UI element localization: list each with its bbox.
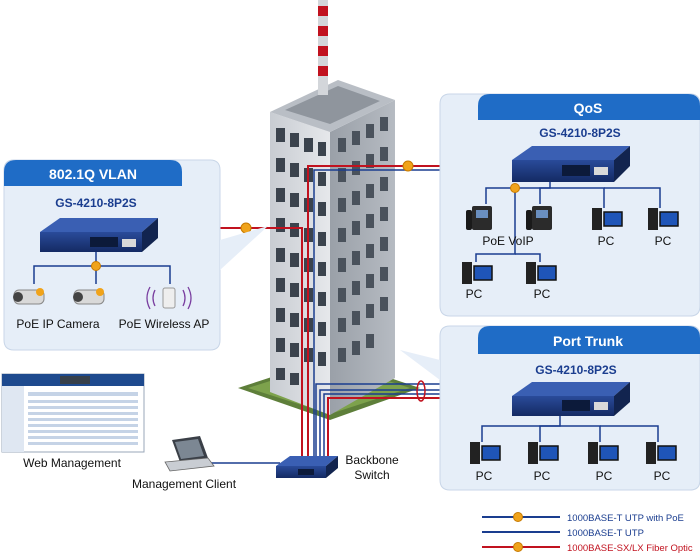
legend-label: 1000BASE-SX/LX Fiber Optic	[567, 543, 693, 553]
legend-label: 1000BASE-T UTP	[567, 528, 644, 539]
pc-label: PC	[534, 469, 551, 483]
web-management-label: Web Management	[23, 456, 122, 470]
pc-label: PC	[596, 469, 613, 483]
qos-switch-model: GS-4210-8P2S	[539, 126, 620, 140]
qos-panel-header	[478, 94, 700, 120]
office-tower	[238, 0, 420, 420]
legend-badge	[513, 512, 523, 522]
pc-icon	[470, 442, 501, 464]
ip-camera-icon	[73, 288, 105, 305]
ip-camera-icon	[13, 288, 45, 305]
pc-label: PC	[655, 234, 672, 248]
legend-item: 1000BASE-T UTP with PoE	[482, 512, 684, 524]
wireless-ap-label: PoE Wireless AP	[119, 317, 210, 331]
legend-badge	[513, 542, 523, 552]
trunk-panel: Port Trunk GS-4210-8P2S	[400, 325, 700, 491]
pc-icon	[588, 442, 619, 464]
backbone-switch-label-line1: Backbone	[345, 453, 399, 467]
wireless-ap-icon	[146, 286, 192, 310]
backbone-switch	[276, 456, 338, 478]
ip-camera-label: PoE IP Camera	[16, 317, 99, 331]
pc-icon	[592, 208, 623, 230]
legend-item: 1000BASE-T UTP	[482, 528, 644, 539]
trunk-switch	[512, 382, 630, 416]
trunk-switch-model: GS-4210-8P2S	[535, 363, 616, 377]
voip-label: PoE VoIP	[482, 234, 533, 248]
legend-item: 1000BASE-SX/LX Fiber Optic	[482, 542, 693, 553]
pc-label: PC	[476, 469, 493, 483]
poe-badge-fiber-qos	[402, 160, 414, 172]
vlan-switch	[40, 218, 158, 252]
pc-label: PC	[654, 469, 671, 483]
qos-switch	[512, 146, 630, 182]
vlan-panel-title: 802.1Q VLAN	[49, 166, 137, 182]
web-management-screenshot	[1, 373, 145, 453]
ip-phone-icon	[526, 206, 552, 230]
pc-icon	[646, 442, 677, 464]
trunk-panel-title: Port Trunk	[553, 333, 623, 349]
link-aggregation-ring	[416, 380, 426, 402]
qos-panel-title: QoS	[574, 100, 603, 116]
laptop-icon	[164, 436, 215, 472]
pc-icon	[526, 262, 557, 284]
vlan-panel-header	[4, 160, 182, 186]
vlan-panel: 802.1Q VLAN GS-4210-8P2S P	[3, 159, 268, 351]
pc-icon	[462, 262, 493, 284]
qos-panel: QoS GS-4210-8P2S	[439, 93, 700, 317]
pc-icon	[648, 208, 679, 230]
pc-icon	[528, 442, 559, 464]
pc-label: PC	[534, 287, 551, 301]
management-client-label: Management Client	[132, 477, 237, 491]
pc-label: PC	[466, 287, 483, 301]
pc-label: PC	[598, 234, 615, 248]
legend: 1000BASE-T UTP with PoE 1000BASE-T UTP 100…	[482, 512, 693, 553]
vlan-switch-model: GS-4210-8P2S	[55, 196, 136, 210]
ip-phone-icon	[466, 206, 492, 230]
backbone-switch-label-line2: Switch	[354, 468, 389, 482]
trunk-panel-header	[478, 326, 700, 354]
legend-label: 1000BASE-T UTP with PoE	[567, 513, 684, 524]
